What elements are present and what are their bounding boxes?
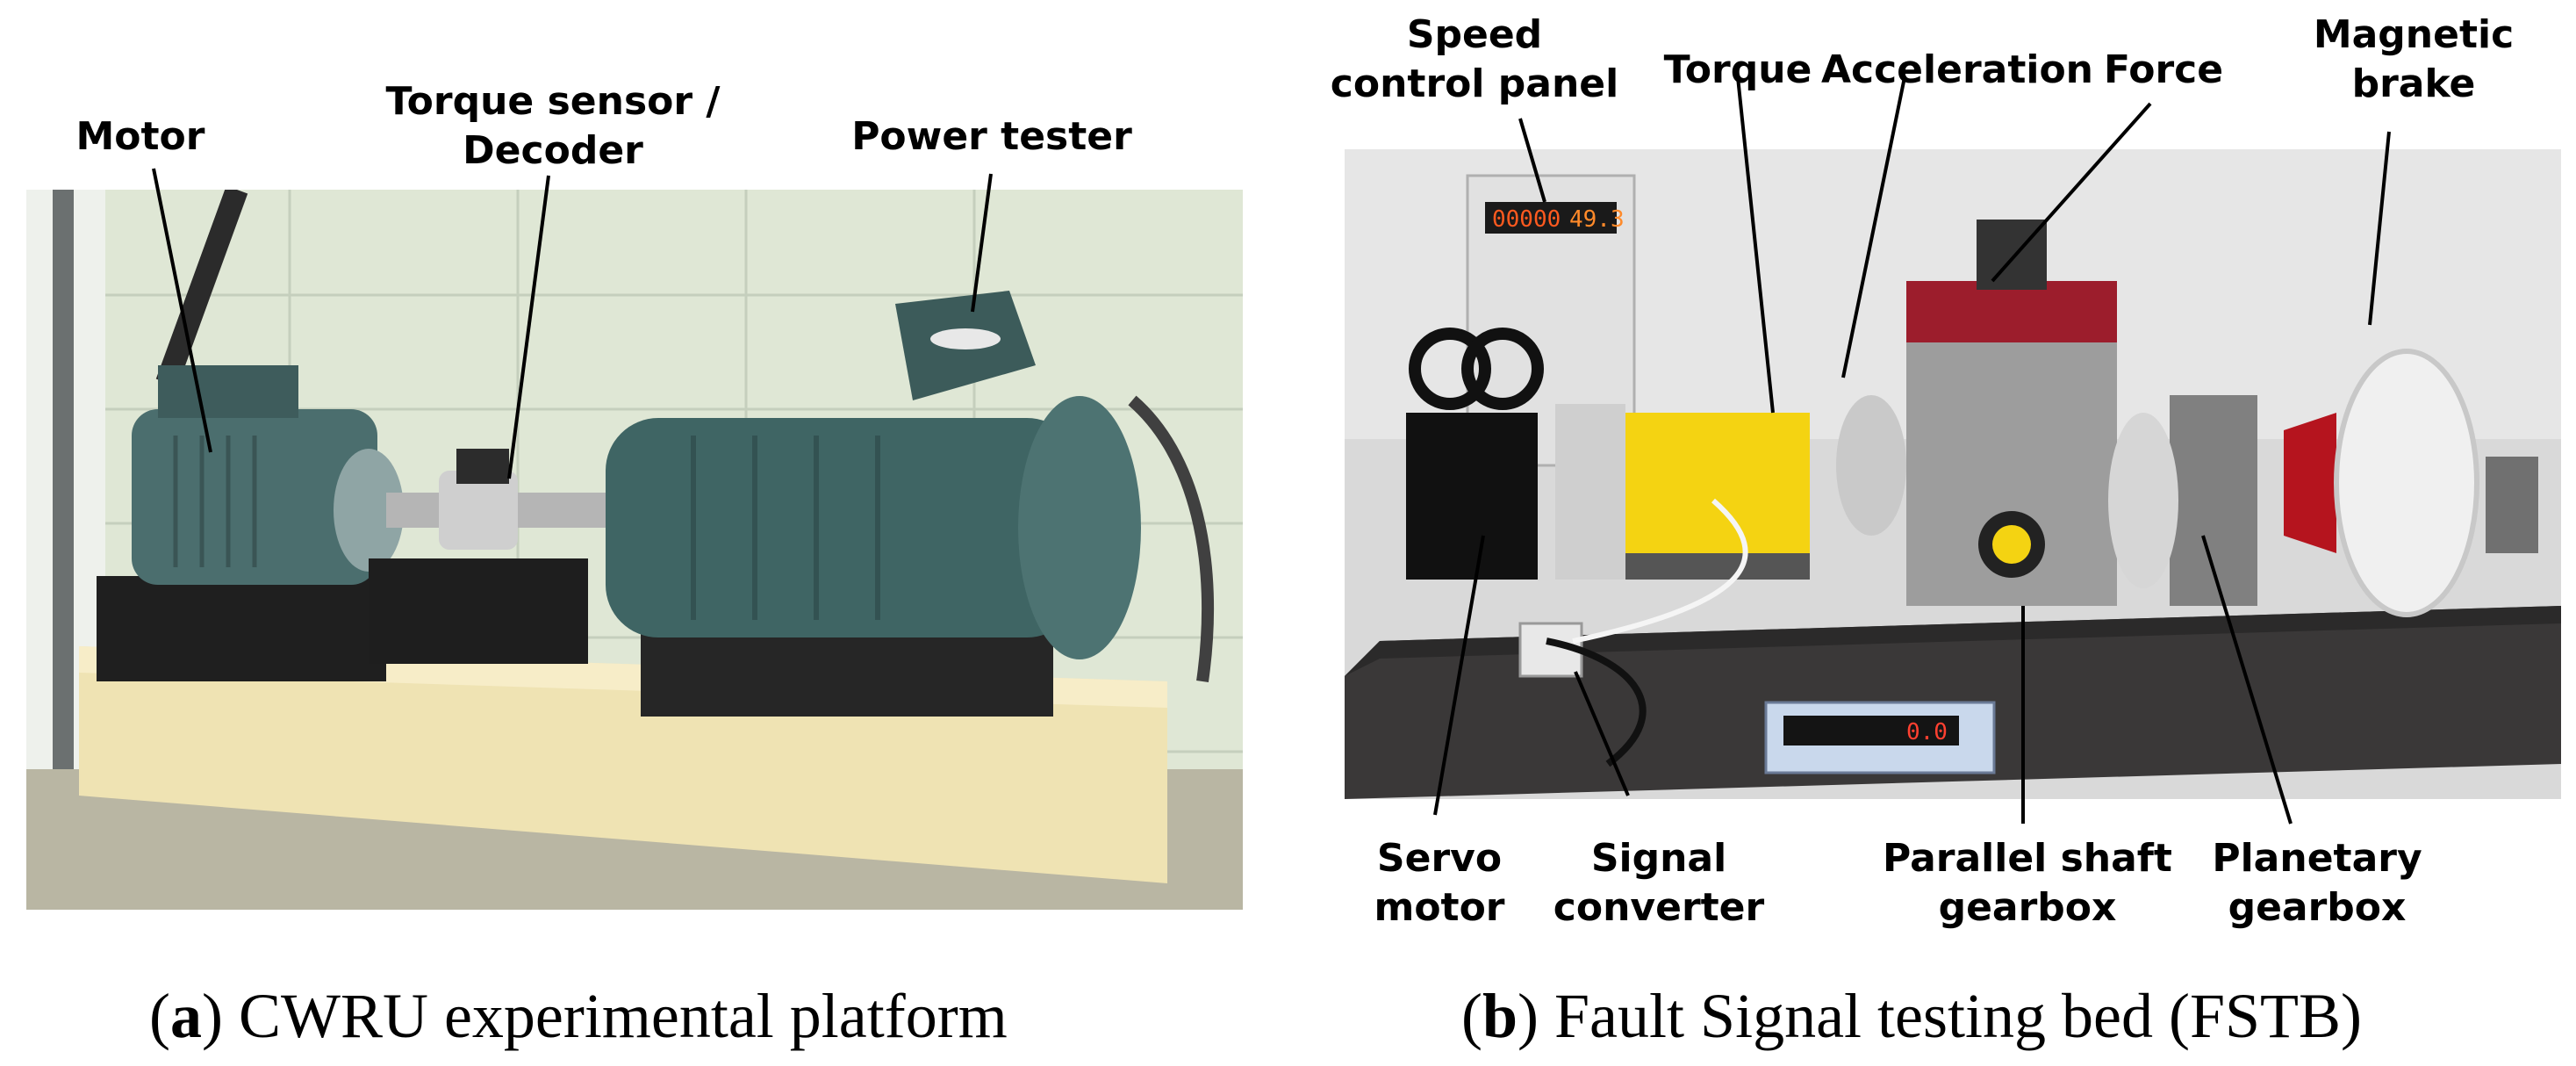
cwru-photo-illustration: [26, 190, 1243, 910]
label-magnetic-brake: Magnetic brake: [2313, 12, 2515, 106]
photo-fstb: 00000 49.3 0.0: [1345, 149, 2561, 799]
speed-panel-display-right: 49.3: [1569, 206, 1625, 233]
label-power-tester: Power tester: [851, 114, 1132, 159]
label-torque-sensor-decoder: Torque sensor / Decoder: [385, 79, 721, 173]
label-parallel-shaft-gearbox: Parallel shaft gearbox: [1883, 836, 2172, 930]
label-speed-control-panel: Speed control panel: [1330, 12, 1619, 106]
label-servo-motor: Servo motor: [1374, 836, 1505, 930]
caption-a: (a) CWRU experimental platform: [149, 981, 1008, 1051]
label-signal-converter: Signal converter: [1553, 836, 1765, 930]
label-acceleration: Acceleration: [1820, 47, 2094, 92]
fstb-photo-illustration: 00000 49.3 0.0: [1345, 149, 2561, 799]
caption-b-text: Fault Signal testing bed (FSTB): [1554, 981, 2363, 1051]
caption-a-letter: a: [169, 981, 202, 1051]
caption-a-text: CWRU experimental platform: [238, 981, 1008, 1051]
caption-b: (b) Fault Signal testing bed (FSTB): [1461, 981, 2363, 1051]
meter-display: 0.0: [1906, 719, 1948, 745]
caption-b-letter: b: [1482, 981, 1518, 1051]
label-motor: Motor: [75, 114, 205, 159]
label-torque: Torque: [1663, 47, 1812, 92]
label-force: Force: [2103, 47, 2224, 92]
speed-panel-display: 00000: [1492, 206, 1561, 233]
label-planetary-gearbox: Planetary gearbox: [2212, 836, 2422, 930]
photo-cwru-platform: [26, 190, 1243, 910]
